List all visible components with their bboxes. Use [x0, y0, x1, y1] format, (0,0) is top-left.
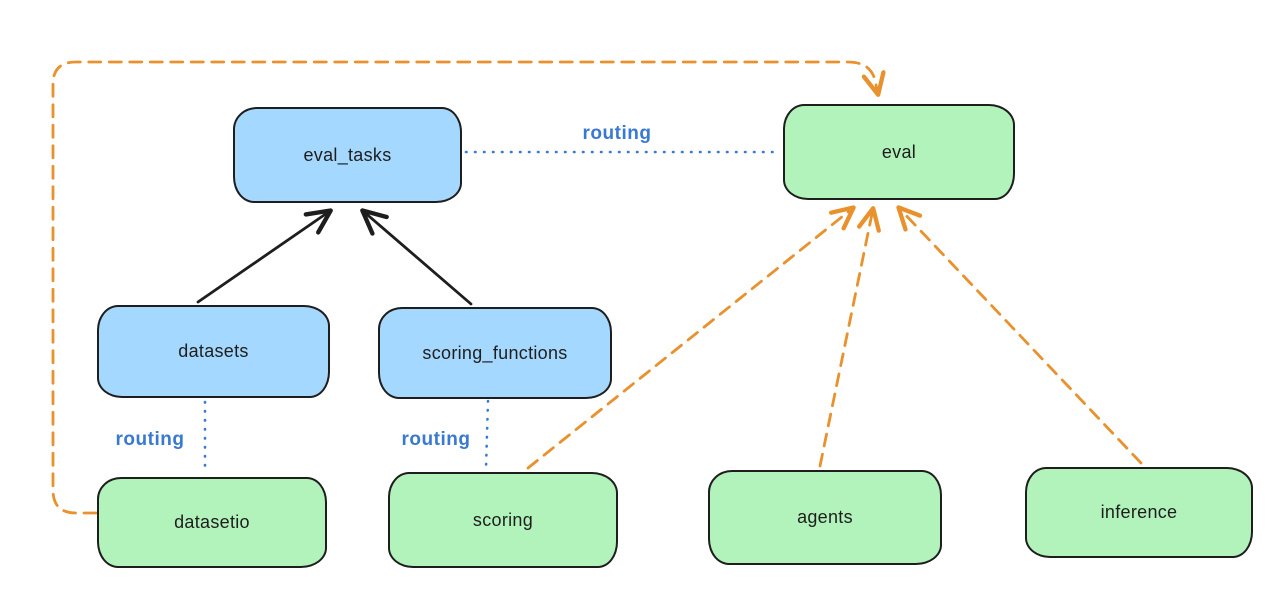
node-agents: agents: [708, 470, 942, 565]
node-agents-label: agents: [797, 507, 853, 527]
node-scoring-functions-label: scoring_functions: [422, 342, 568, 363]
node-scoring-functions: scoring_functions: [378, 307, 612, 399]
node-datasetio: datasetio: [97, 477, 327, 568]
routing-label-scoring: routing: [402, 429, 471, 450]
edge-datasetio-to-eval: [51, 60, 886, 515]
node-datasets-label: datasets: [178, 341, 249, 361]
node-datasetio-label: datasetio: [174, 512, 250, 532]
routing-label-datasetio: routing: [116, 429, 185, 450]
edge-agents-to-eval: [818, 206, 881, 468]
routing-label-top: routing: [583, 123, 652, 144]
node-eval-label: eval: [881, 141, 917, 162]
edge-inference-to-eval: [896, 205, 1143, 465]
edge-datasets-to-eval_tasks: [196, 208, 333, 304]
edge-scoring_functions-to-eval_tasks: [360, 208, 473, 306]
node-scoring-label: scoring: [472, 509, 534, 530]
node-inference: inference: [1025, 467, 1253, 558]
edge-scoring-to-eval: [526, 205, 856, 470]
node-inference-label: inference: [1100, 502, 1178, 522]
node-datasets: datasets: [97, 305, 330, 398]
node-eval: eval: [783, 104, 1015, 200]
edge-scoring_functions-to-scoring-routing: [484, 399, 490, 470]
node-scoring: scoring: [388, 472, 618, 568]
node-eval-tasks-label: eval_tasks: [303, 144, 392, 165]
node-eval-tasks: eval_tasks: [233, 107, 462, 203]
